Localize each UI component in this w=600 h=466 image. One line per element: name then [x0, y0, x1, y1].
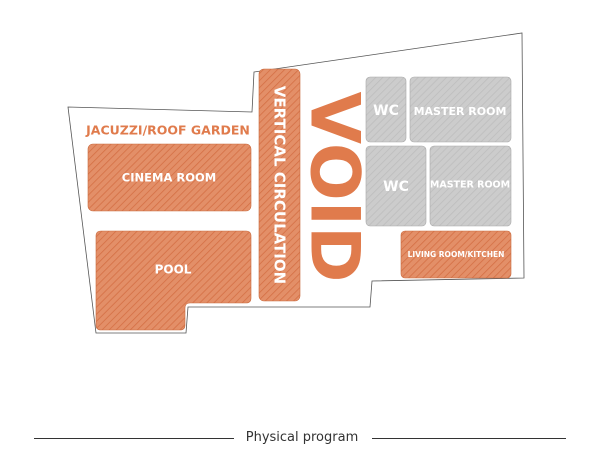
caption-bar: Physical program: [0, 428, 600, 448]
living-room-kitchen-label: LIVING ROOM/KITCHEN: [408, 250, 505, 259]
wc-room-2-label: WC: [383, 179, 409, 195]
pool: [95, 230, 252, 331]
living-room-kitchen: [400, 230, 512, 279]
wc-room-1: [365, 76, 407, 143]
caption-line-right: [372, 438, 566, 439]
vertical-circulation-label: VERTICAL CIRCULATION: [271, 86, 289, 284]
pool-label: POOL: [155, 263, 192, 277]
wc-room-1-label: WC: [373, 103, 399, 119]
wc-room-2: [365, 145, 427, 227]
cinema-room-label: CINEMA ROOM: [122, 171, 216, 185]
caption-text: Physical program: [245, 430, 359, 445]
master-room-1-label: MASTER ROOM: [414, 105, 507, 118]
master-room-2-label: MASTER ROOM: [430, 180, 510, 191]
jacuzzi-roof-garden-label: JACUZZI/ROOF GARDEN: [85, 123, 250, 138]
master-room-2: [429, 145, 512, 227]
caption-line-left: [34, 438, 234, 439]
master-room-1: [409, 76, 512, 143]
cinema-room: [87, 143, 252, 212]
void-label: VOID: [294, 92, 373, 283]
vertical-circulation: [258, 68, 301, 302]
